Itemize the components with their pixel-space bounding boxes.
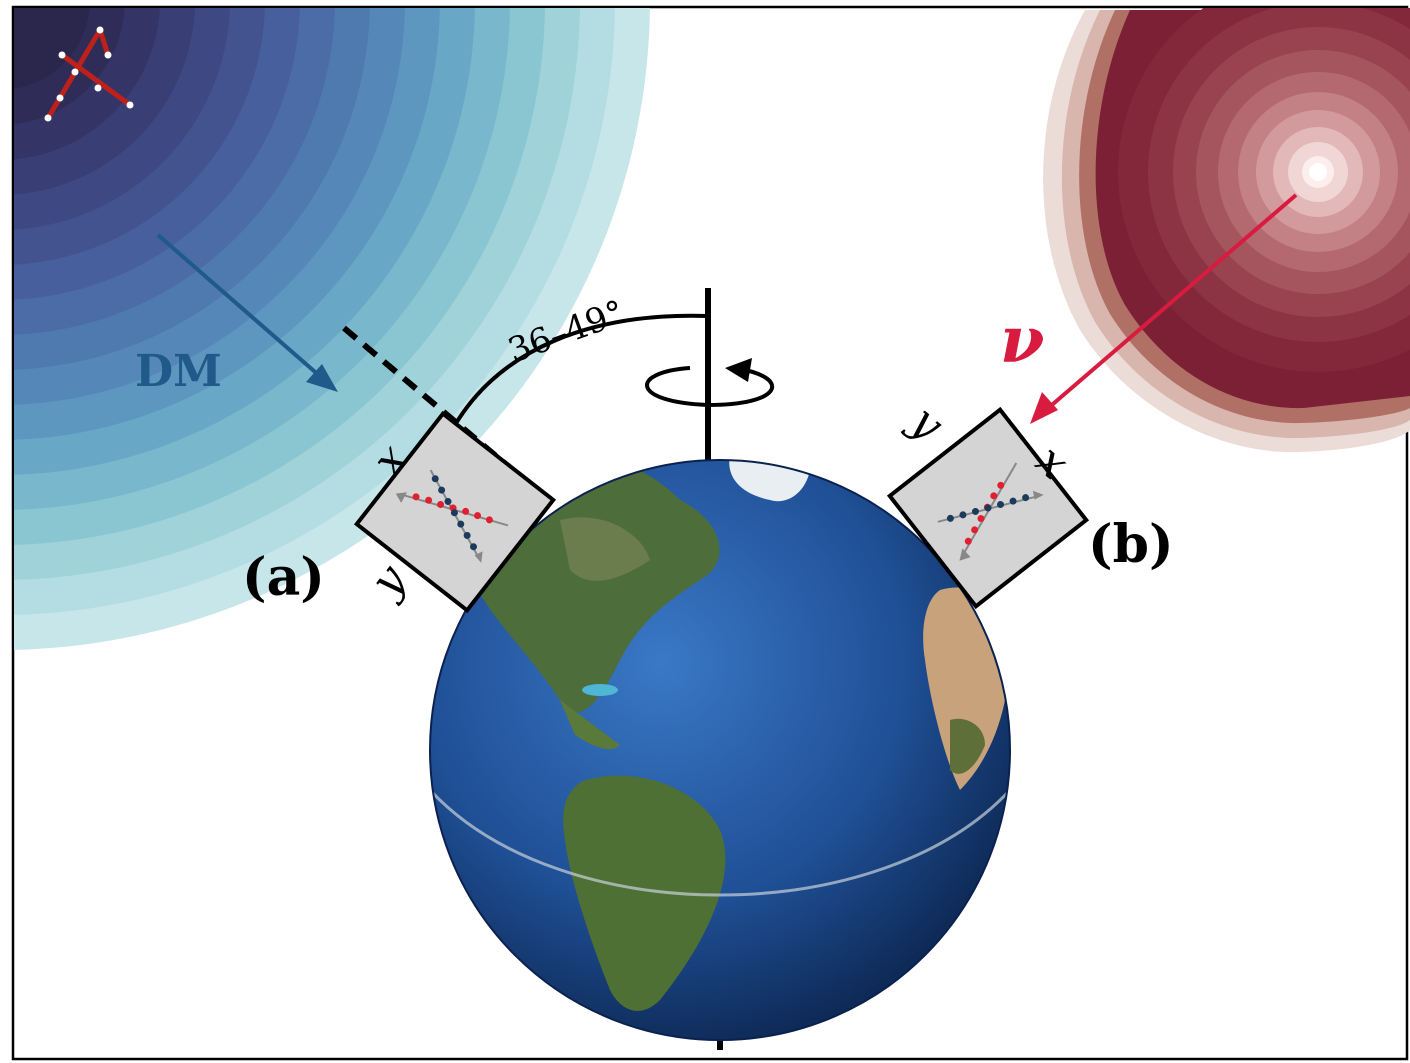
detector-a [353, 410, 557, 614]
detector-b [886, 406, 1090, 610]
earth-globe [429, 459, 1011, 1041]
dm-label: DM [135, 346, 222, 397]
rotation-arrow-icon [645, 358, 775, 408]
neutrino-arrow [1030, 193, 1298, 424]
panel-a-label: (a) [242, 547, 325, 608]
neutrino-source [1043, 8, 1410, 453]
dm-arrow [156, 233, 338, 392]
galaxy-stick-figure-icon [44, 26, 134, 122]
neutrino-label: ν [1000, 303, 1044, 378]
dark-matter-halo [14, 8, 650, 650]
angle-arc [453, 313, 709, 427]
panel-b-label: (b) [1088, 514, 1174, 575]
